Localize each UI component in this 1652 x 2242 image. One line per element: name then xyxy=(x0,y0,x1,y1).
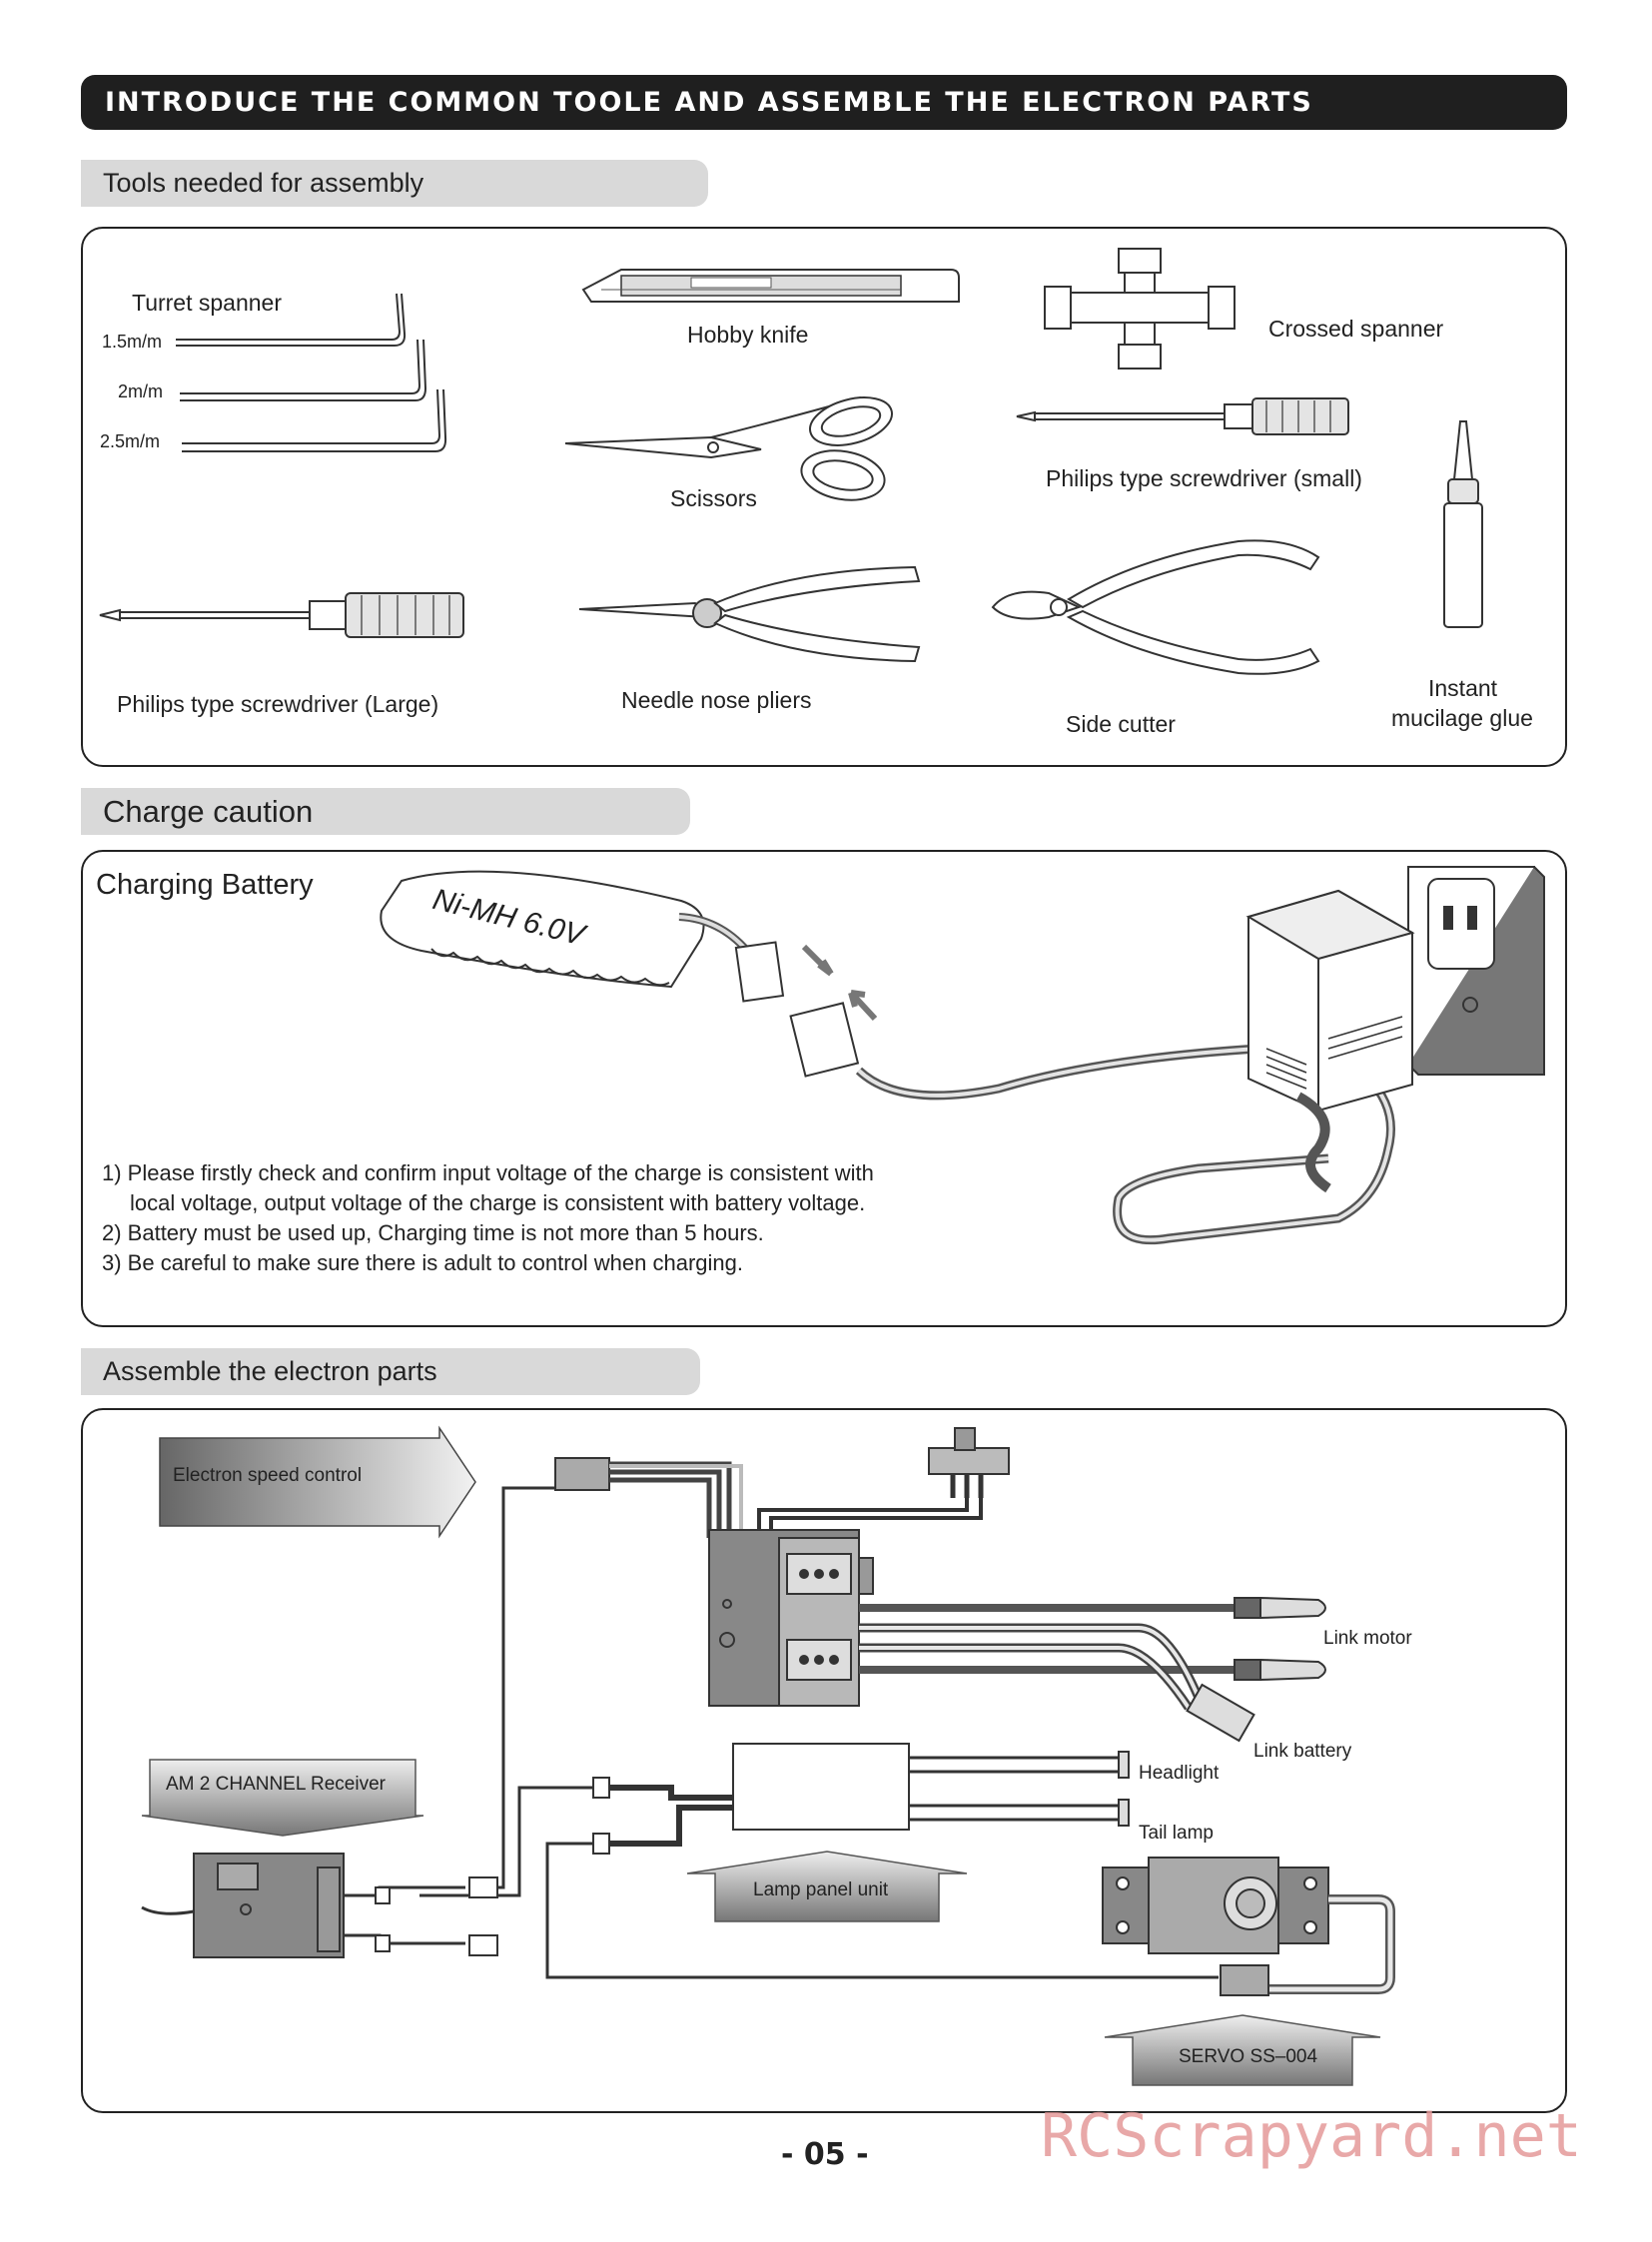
battery-pack-icon xyxy=(380,870,705,989)
scissors-icon xyxy=(564,396,893,501)
side-cutter-label: Side cutter xyxy=(1066,711,1176,737)
crossed-spanner-label: Crossed spanner xyxy=(1268,316,1444,342)
glue-label-2: mucilage glue xyxy=(1391,705,1533,731)
crossed-spanner-icon xyxy=(1044,248,1236,370)
needle-nose-pliers-icon xyxy=(578,565,921,663)
glue-label-1: Instant xyxy=(1428,675,1498,701)
screwdriver-small-icon xyxy=(1016,397,1349,435)
screwdriver-large-label: Philips type screwdriver (Large) xyxy=(117,691,439,717)
glue-bottle-icon xyxy=(1443,420,1483,628)
servo-banner-icon xyxy=(1104,2014,1381,2086)
page-number: - 05 - xyxy=(781,2137,869,2172)
turret-spanner-label: Turret spanner xyxy=(132,290,282,316)
receiver-banner-icon xyxy=(141,1759,424,1837)
charge-note: 3) Be careful to make sure there is adul… xyxy=(102,1250,744,1275)
side-cutter-icon xyxy=(991,539,1320,675)
lamp-panel-banner-icon xyxy=(686,1851,968,1922)
esc-label: Electron speed control xyxy=(173,1465,363,1486)
size-label: 2.5m/m xyxy=(100,431,161,451)
electron-section-title: Assemble the electron parts xyxy=(81,1348,700,1395)
charge-note: 2) Battery must be used up, Charging tim… xyxy=(102,1220,764,1245)
tools-panel xyxy=(81,227,1567,767)
receiver-label: AM 2 CHANNEL Receiver xyxy=(166,1774,386,1795)
scissors-label: Scissors xyxy=(670,485,757,511)
tail-lamp-label: Tail lamp xyxy=(1139,1823,1214,1844)
watermark: RCScrapyard.net xyxy=(1041,2101,1582,2171)
charge-section-title: Charge caution xyxy=(81,788,690,835)
charge-note: 1) Please firstly check and confirm inpu… xyxy=(102,1160,874,1185)
needle-nose-pliers-label: Needle nose pliers xyxy=(621,687,812,713)
page-title: INTRODUCE THE COMMON TOOLE AND ASSEMBLE … xyxy=(81,75,1567,130)
screwdriver-small-label: Philips type screwdriver (small) xyxy=(1046,465,1362,491)
size-label: 1.5m/m xyxy=(102,332,163,352)
esc-arrow-icon xyxy=(159,1425,476,1539)
link-battery-label: Link battery xyxy=(1253,1741,1352,1762)
charging-battery-title: Charging Battery xyxy=(96,869,314,901)
servo-label: SERVO SS–004 xyxy=(1179,2046,1318,2067)
screwdriver-large-icon xyxy=(99,592,464,638)
charge-note: local voltage, output voltage of the cha… xyxy=(130,1190,866,1215)
hobby-knife-label: Hobby knife xyxy=(687,322,809,348)
tools-section-title: Tools needed for assembly xyxy=(81,160,708,207)
link-motor-label: Link motor xyxy=(1323,1628,1412,1649)
hobby-knife-icon xyxy=(581,269,960,303)
size-label: 2m/m xyxy=(118,381,163,401)
headlight-label: Headlight xyxy=(1139,1763,1220,1784)
lamp-panel-label: Lamp panel unit xyxy=(753,1879,889,1900)
